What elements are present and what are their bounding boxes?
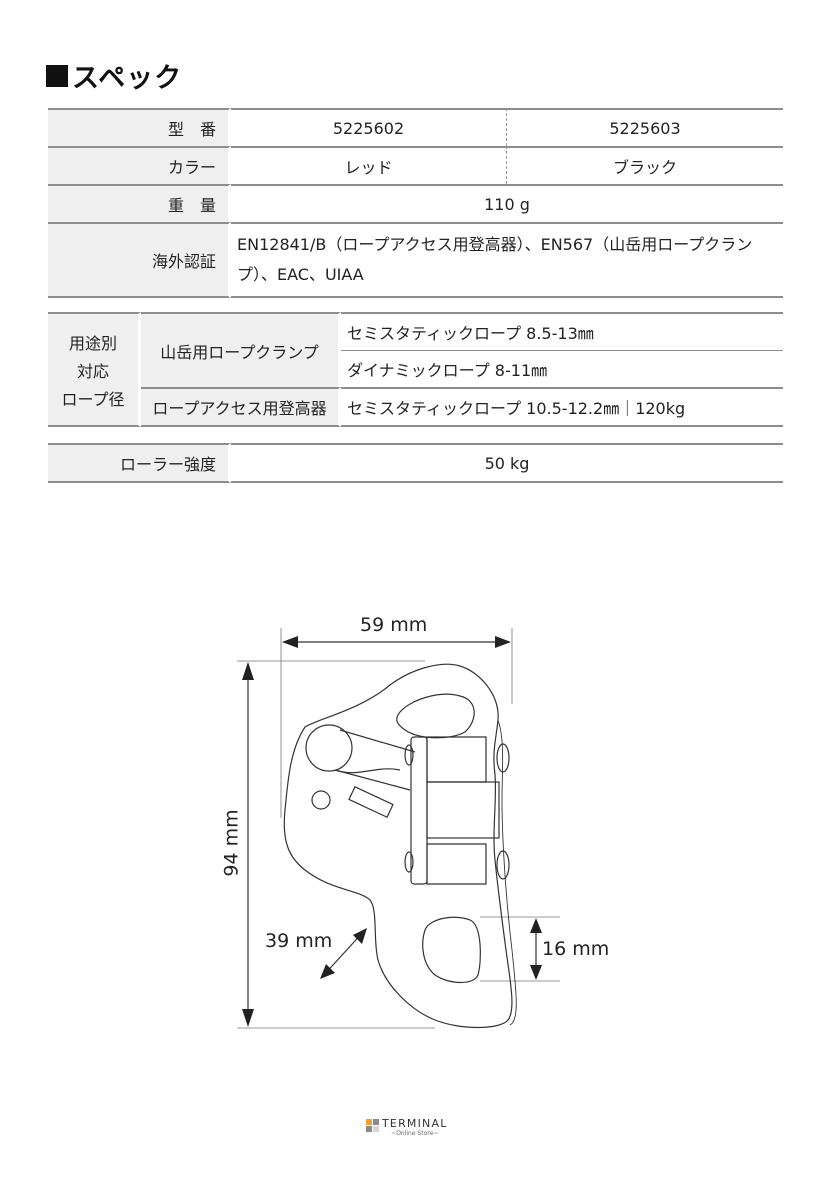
table-row-color: カラー レッド ブラック	[48, 146, 783, 184]
black-square-icon	[46, 64, 68, 87]
table-row-roller: ローラー強度 50 kg	[48, 443, 783, 483]
page-title: スペック	[46, 56, 182, 95]
height-dimension-label: 94 mm	[220, 809, 243, 877]
table-row-rope-1: 用途別 対応 ロープ径 山岳用ロープクランプ セミスタティックロープ 8.5-1…	[48, 312, 783, 427]
rope-table: 用途別 対応 ロープ径 山岳用ロープクランプ セミスタティックロープ 8.5-1…	[48, 312, 783, 427]
page-title-text: スペック	[72, 63, 183, 94]
logo-subtitle: ~Online Store~	[391, 1130, 439, 1137]
certification-value: EN12841/B（ロープアクセス用登高器）、EN567（山岳用ロープクランプ）…	[231, 222, 783, 298]
weight-label: 重 量	[48, 184, 231, 222]
model-label: 型 番	[48, 108, 231, 146]
label-line-3: ロープ径	[61, 389, 125, 409]
use-rope-access: ロープアクセス用登高器	[141, 387, 341, 427]
rope-diameter-label: 用途別 対応 ロープ径	[48, 312, 141, 427]
use-mountain: 山岳用ロープクランプ	[141, 312, 341, 387]
rope-clamp-drawing-icon	[237, 628, 560, 1029]
rope-dynamic-mountain: ダイナミックロープ 8-11㎜	[341, 350, 783, 387]
table-row-rope-3: ロープアクセス用登高器 セミスタティックロープ 10.5-12.2㎜｜120kg	[48, 387, 783, 427]
rope-dimension-label: 39 mm	[265, 930, 333, 952]
roller-value: 50 kg	[231, 443, 783, 483]
table-row-model: 型 番 5225602 5225603	[48, 108, 783, 146]
weight-value: 110 g	[231, 184, 783, 222]
terminal-logo: TERMINAL ~Online Store~	[366, 1118, 448, 1137]
logo-brand: TERMINAL	[382, 1117, 448, 1130]
model-value-red: 5225602	[231, 108, 507, 146]
rope-semistatic-mountain: セミスタティックロープ 8.5-13㎜	[341, 312, 783, 350]
color-value-red: レッド	[231, 146, 507, 184]
label-line-1: 用途別	[68, 333, 117, 353]
product-dimension-diagram: 59 mm 94 mm 39 mm 16 mm	[210, 600, 630, 1050]
roller-table: ローラー強度 50 kg	[48, 443, 783, 483]
table-row-weight: 重 量 110 g	[48, 184, 783, 222]
spec-table: 型 番 5225602 5225603 カラー レッド ブラック 重 量 110…	[48, 108, 783, 298]
width-dimension-label: 59 mm	[360, 614, 428, 636]
color-value-black: ブラック	[507, 146, 783, 184]
label-line-2: 対応	[76, 361, 109, 381]
color-label: カラー	[48, 146, 231, 184]
table-row-certification: 海外認証 EN12841/B（ロープアクセス用登高器）、EN567（山岳用ロープ…	[48, 222, 783, 298]
table-row-rope-2: ダイナミックロープ 8-11㎜	[48, 350, 783, 387]
roller-label: ローラー強度	[48, 443, 231, 483]
logo-squares-icon	[366, 1119, 379, 1132]
rope-semistatic-access: セミスタティックロープ 10.5-12.2㎜｜120kg	[341, 387, 783, 427]
hole-dimension-label: 16 mm	[542, 938, 610, 960]
certification-label: 海外認証	[48, 222, 231, 298]
model-value-black: 5225603	[507, 108, 783, 146]
